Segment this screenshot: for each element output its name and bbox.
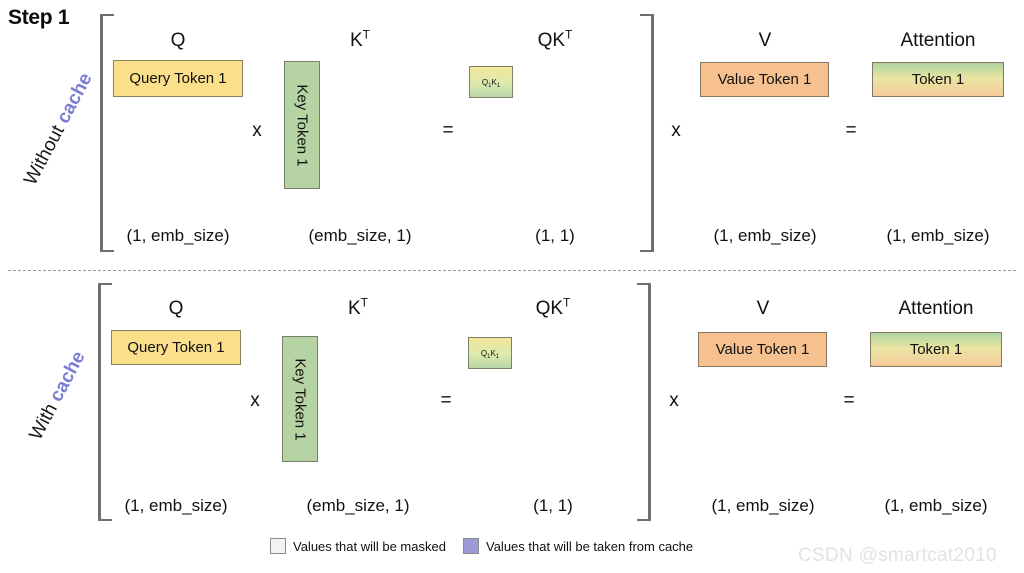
header-attention-text: Attention	[898, 298, 974, 319]
column-header-kt-1: KT	[300, 27, 420, 52]
row-bracket-close-2	[637, 283, 651, 521]
shape-caption-attention-2: (1, emb_size)	[884, 496, 988, 515]
header-q-text: Q	[168, 298, 184, 319]
row-label-main: With	[25, 400, 62, 444]
matrix-box-key-label: Key Token 1	[293, 83, 311, 167]
operator-equals-qk-2: =	[440, 390, 452, 411]
legend-label-cache: Values that will be taken from cache	[486, 538, 694, 554]
row-label-accent: cache	[45, 347, 90, 406]
header-attention-text: Attention	[900, 30, 976, 51]
header-v-text: V	[758, 30, 772, 51]
legend-label-masked: Values that will be masked	[293, 538, 446, 554]
header-kt-base: K	[347, 298, 361, 319]
operator-multiply-qk-2: x	[250, 390, 260, 411]
shape-caption-v-1: (1, emb_size)	[713, 226, 817, 245]
matrix-box-qk-2: Q1K1	[468, 337, 512, 369]
header-kt-base: K	[349, 30, 363, 51]
matrix-box-value-label: Value Token 1	[717, 71, 812, 88]
header-qkt-base: QK	[535, 298, 564, 319]
legend-item-cache: Values that will be taken from cache	[463, 538, 693, 554]
column-header-v-1: V	[705, 30, 825, 52]
matrix-box-qk-1: Q1K1	[469, 66, 513, 98]
matrix-box-query-2: Query Token 1	[111, 330, 241, 365]
header-kt-sup: T	[362, 27, 371, 42]
shape-caption-kt-1: (emb_size, 1)	[308, 226, 412, 245]
matrix-box-attention-2: Token 1	[870, 332, 1002, 367]
header-qkt-base: QK	[537, 30, 566, 51]
column-header-kt-2: KT	[298, 295, 418, 320]
page-title: Step 1	[8, 6, 70, 29]
column-header-q-1: Q	[118, 30, 238, 52]
matrix-box-key-2: Key Token 1	[282, 336, 318, 462]
section-divider	[8, 270, 1016, 271]
matrix-box-value-1: Value Token 1	[700, 62, 829, 97]
shape-caption-qkt-2: (1, 1)	[533, 496, 573, 515]
column-header-attention-1: Attention	[878, 30, 998, 52]
legend-item-masked: Values that will be masked	[270, 538, 446, 554]
matrix-box-value-2: Value Token 1	[698, 332, 827, 367]
matrix-box-attention-label: Token 1	[911, 71, 965, 88]
matrix-box-key-1: Key Token 1	[284, 61, 320, 189]
row-bracket-open-2	[98, 283, 112, 521]
header-qkt-sup: T	[563, 295, 571, 310]
shape-caption-attention-1: (1, emb_size)	[886, 226, 990, 245]
row-label-accent: cache	[52, 69, 97, 128]
column-header-q-2: Q	[116, 298, 236, 320]
row-label-without-cache: Without cache	[20, 69, 97, 189]
column-header-attention-2: Attention	[876, 298, 996, 320]
matrix-box-query-label: Query Token 1	[129, 70, 227, 87]
matrix-box-value-label: Value Token 1	[715, 341, 810, 358]
matrix-box-query-label: Query Token 1	[127, 339, 225, 356]
row-label-main: Without	[20, 121, 69, 189]
shape-caption-q-1: (1, emb_size)	[126, 226, 230, 245]
column-header-qkt-1: QKT	[495, 27, 615, 52]
column-header-qkt-2: QKT	[493, 295, 613, 320]
matrix-box-qk-label: Q1K1	[481, 77, 501, 89]
row-bracket-open-1	[100, 14, 114, 252]
header-kt-sup: T	[360, 295, 369, 310]
operator-equals-attention-2: =	[843, 390, 855, 411]
shape-caption-kt-2: (emb_size, 1)	[306, 496, 410, 515]
shape-caption-q-2: (1, emb_size)	[124, 496, 228, 515]
watermark: CSDN @smartcat2010	[798, 545, 997, 566]
matrix-box-query-1: Query Token 1	[113, 60, 243, 97]
matrix-box-attention-1: Token 1	[872, 62, 1004, 97]
legend-swatch-masked-icon	[270, 538, 286, 554]
matrix-box-attention-label: Token 1	[909, 341, 963, 358]
row-bracket-close-1	[640, 14, 654, 252]
matrix-box-key-label: Key Token 1	[291, 357, 309, 441]
header-qkt-sup: T	[565, 27, 573, 42]
operator-equals-qk-1: =	[442, 120, 454, 141]
operator-equals-attention-1: =	[845, 120, 857, 141]
header-v-text: V	[756, 298, 770, 319]
operator-multiply-qk-1: x	[252, 120, 262, 141]
operator-multiply-v-2: x	[669, 390, 679, 411]
header-q-text: Q	[170, 30, 186, 51]
shape-caption-qkt-1: (1, 1)	[535, 226, 575, 245]
column-header-v-2: V	[703, 298, 823, 320]
row-label-with-cache: With cache	[20, 338, 96, 454]
shape-caption-v-2: (1, emb_size)	[711, 496, 815, 515]
legend-swatch-cache-icon	[463, 538, 479, 554]
operator-multiply-v-1: x	[671, 120, 681, 141]
matrix-box-qk-label: Q1K1	[480, 348, 500, 360]
